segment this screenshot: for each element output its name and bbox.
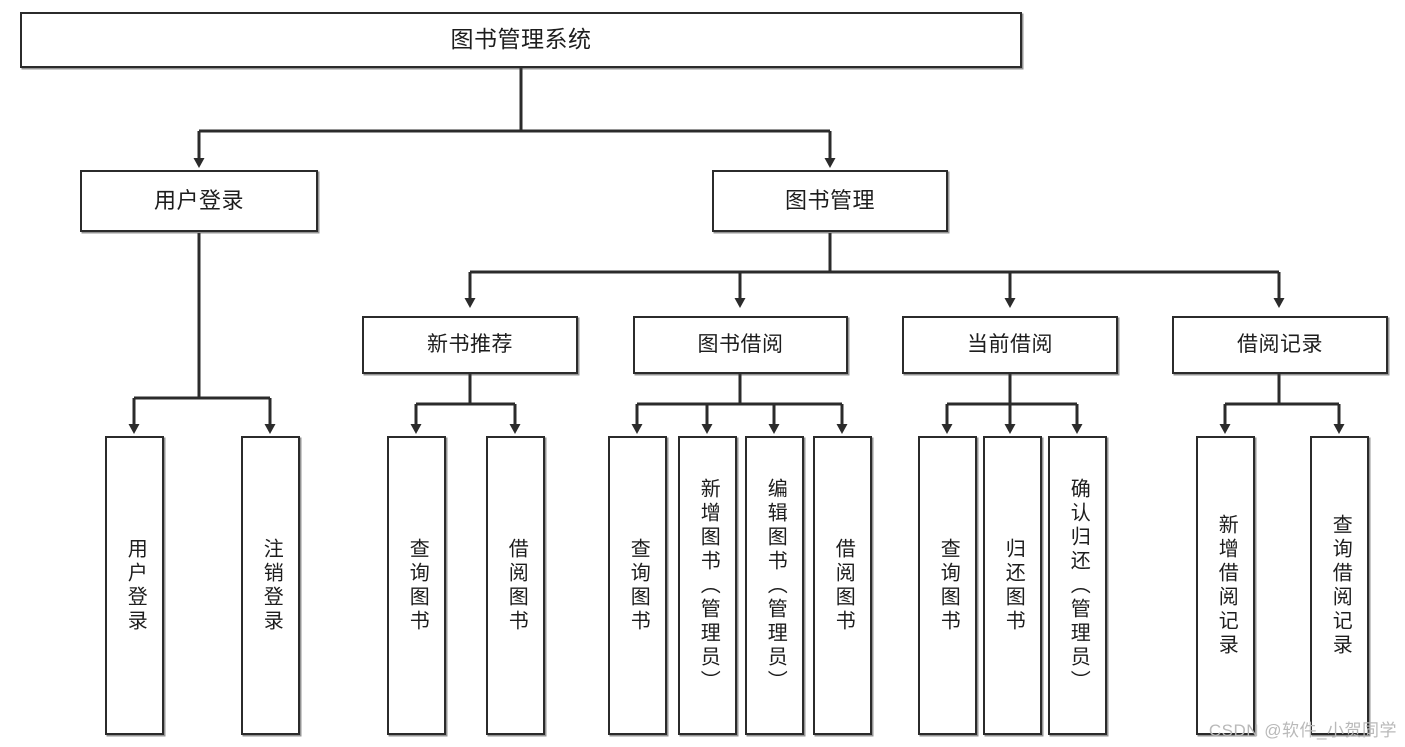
node-leaf-query-book-3[interactable]: 查询图书 (918, 436, 977, 735)
node-root[interactable]: 图书管理系统 (20, 12, 1022, 68)
node-new-book-rec[interactable]: 新书推荐 (362, 316, 578, 374)
node-borrow-record[interactable]: 借阅记录 (1172, 316, 1388, 374)
node-leaf-add-record[interactable]: 新增借阅记录 (1196, 436, 1255, 735)
node-borrow-record-label: 借阅记录 (1237, 332, 1323, 356)
node-leaf-user-login-label: 用户登录 (124, 537, 147, 634)
node-leaf-user-login[interactable]: 用户登录 (105, 436, 164, 735)
node-book-manage[interactable]: 图书管理 (712, 170, 948, 232)
node-leaf-query-book-1[interactable]: 查询图书 (387, 436, 446, 735)
node-book-manage-label: 图书管理 (784, 188, 875, 214)
node-current-borrow[interactable]: 当前借阅 (902, 316, 1118, 374)
node-leaf-edit-book[interactable]: 编辑图书（管理员） (745, 436, 804, 735)
node-root-label: 图书管理系统 (450, 26, 592, 53)
node-leaf-borrow-book-1-label: 借阅图书 (505, 537, 528, 634)
csdn-watermark: CSDN @软件_小贺同学 (1208, 721, 1397, 740)
node-leaf-query-book-3-label: 查询图书 (937, 537, 960, 634)
node-leaf-confirm-return-label: 确认归还（管理员） (1067, 477, 1090, 694)
node-leaf-add-book[interactable]: 新增图书（管理员） (678, 436, 737, 735)
node-leaf-query-record[interactable]: 查询借阅记录 (1310, 436, 1369, 735)
node-leaf-return-book[interactable]: 归还图书 (983, 436, 1042, 735)
node-user-login[interactable]: 用户登录 (80, 170, 318, 232)
node-leaf-query-book-2[interactable]: 查询图书 (608, 436, 667, 735)
node-leaf-query-book-1-label: 查询图书 (406, 537, 429, 634)
node-leaf-logout[interactable]: 注销登录 (241, 436, 300, 735)
node-book-borrow-label: 图书借阅 (697, 332, 784, 356)
node-leaf-query-book-2-label: 查询图书 (627, 537, 650, 634)
node-user-login-label: 用户登录 (153, 188, 244, 214)
node-new-book-rec-label: 新书推荐 (427, 332, 513, 356)
node-leaf-add-record-label: 新增借阅记录 (1215, 513, 1238, 658)
node-leaf-query-record-label: 查询借阅记录 (1329, 513, 1352, 658)
node-leaf-borrow-book-1[interactable]: 借阅图书 (486, 436, 545, 735)
node-leaf-add-book-label: 新增图书（管理员） (697, 477, 720, 694)
node-leaf-edit-book-label: 编辑图书（管理员） (764, 477, 787, 694)
node-leaf-borrow-book-2-label: 借阅图书 (832, 537, 855, 634)
node-leaf-confirm-return[interactable]: 确认归还（管理员） (1048, 436, 1107, 735)
node-leaf-logout-label: 注销登录 (260, 537, 283, 634)
node-leaf-return-book-label: 归还图书 (1002, 537, 1025, 634)
node-leaf-borrow-book-2[interactable]: 借阅图书 (813, 436, 872, 735)
node-current-borrow-label: 当前借阅 (967, 332, 1053, 356)
node-book-borrow[interactable]: 图书借阅 (633, 316, 848, 374)
